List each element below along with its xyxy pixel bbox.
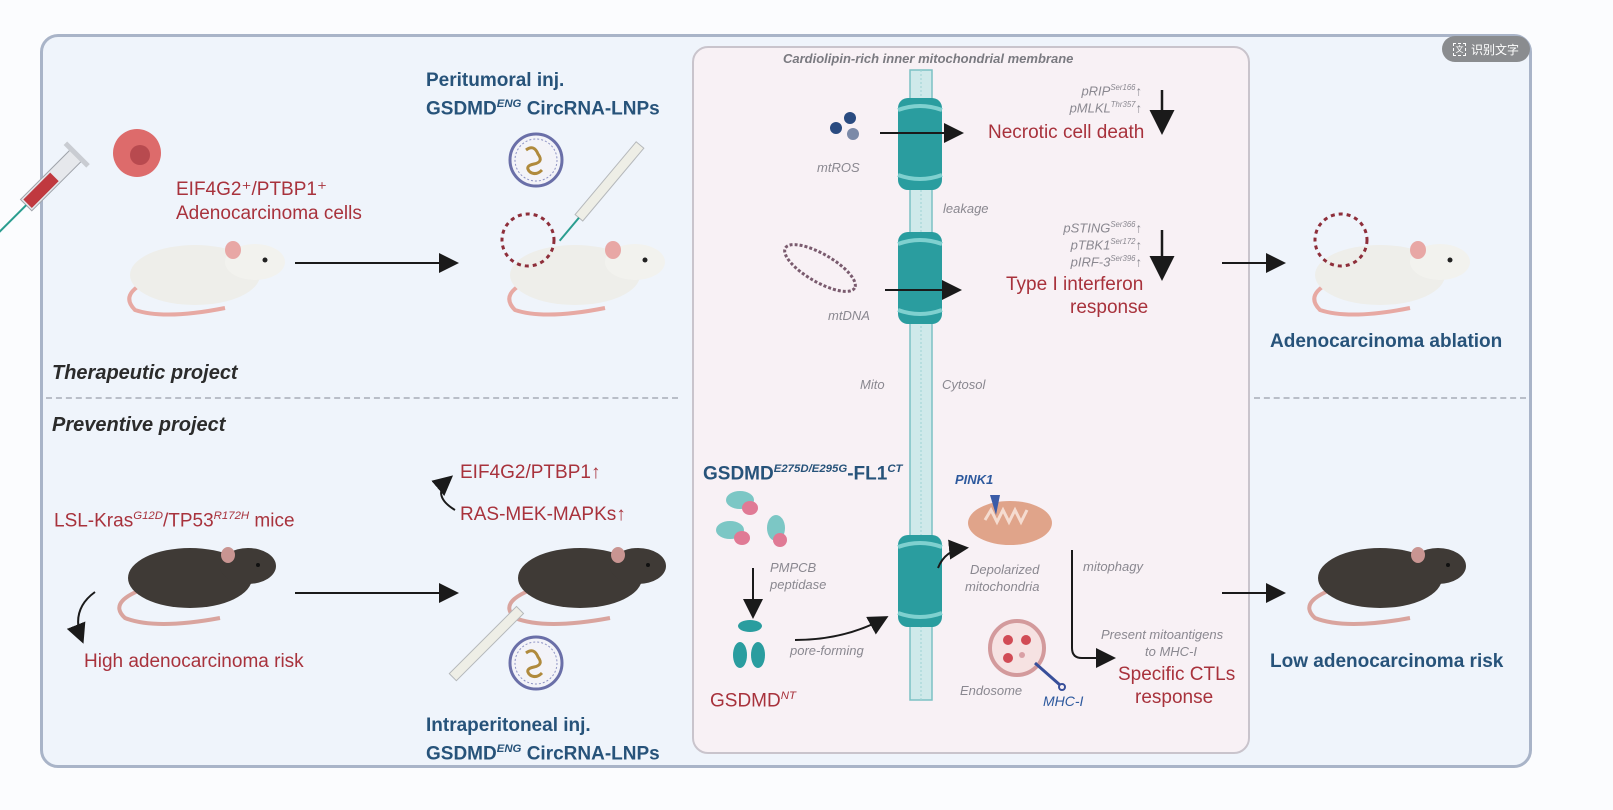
ocr-button-label: 识别文字 — [1470, 42, 1519, 57]
membrane-title: Cardiolipin-rich inner mitochondrial mem… — [783, 51, 1074, 66]
mitophagy-label: mitophagy — [1083, 559, 1143, 574]
intraperitoneal-injection-line2: GSDMDENG CircRNA-LNPs — [426, 743, 660, 765]
mito-label: Mito — [860, 377, 885, 392]
depolarized-label-line1: Depolarized — [970, 562, 1040, 577]
pmpcb-label-line1: PMPCB — [770, 560, 817, 575]
endosome-icon — [988, 619, 1066, 691]
mhc-label: MHC-I — [1043, 693, 1084, 709]
ablated-site-dashed-circle — [1313, 212, 1369, 268]
pore-icon-2 — [897, 232, 943, 324]
white-mouse-icon-2 — [507, 241, 665, 317]
pore-icon-1 — [897, 98, 943, 190]
pore-icon-3 — [897, 535, 943, 627]
black-mouse-icon-2 — [507, 547, 666, 626]
gsdmd-nt-protein-icon — [733, 620, 765, 668]
curved-arrow-risk — [66, 591, 96, 644]
gsdmd-nt-label: GSDMDNT — [710, 690, 796, 712]
white-mouse-icon-3 — [1312, 241, 1470, 317]
interferon-marker-3: pIRF-3Ser396↑ — [1070, 254, 1142, 270]
interferon-marker-1: pSTINGSer366↑ — [1063, 220, 1142, 236]
interferon-label-line2: response — [1070, 297, 1149, 318]
lnp-icon — [508, 635, 564, 691]
mice-genotype-label: LSL-KrasG12D/TP53R172H mice — [54, 510, 295, 532]
necrotic-marker-2: pMLKLThr357↑ — [1069, 100, 1142, 116]
pore-forming-label: pore-forming — [790, 643, 864, 658]
gsdmd-fl-label: GSDMDE275D/E295G-FL1CT — [703, 463, 903, 485]
white-mouse-icon-1 — [127, 241, 285, 317]
peritumoral-injection-line2: GSDMDENG CircRNA-LNPs — [426, 98, 660, 120]
section-divider-left — [46, 397, 678, 399]
depolarized-mitochondria-icon — [968, 495, 1052, 545]
mtdna-label: mtDNA — [828, 308, 870, 323]
ctl-label-line1: Specific CTLs — [1118, 664, 1236, 685]
present-label-line1: Present mitoantigens — [1101, 627, 1224, 642]
leakage-label: leakage — [943, 201, 989, 216]
low-risk-label: Low adenocarcinoma risk — [1270, 651, 1504, 672]
pathway-label-2: RAS-MEK-MAPKs↑ — [460, 504, 626, 525]
syringe-icon — [558, 141, 645, 242]
high-risk-label: High adenocarcinoma risk — [84, 651, 304, 672]
adenocarcinoma-ablation-label: Adenocarcinoma ablation — [1270, 331, 1503, 352]
pmpcb-label-line2: peptidase — [770, 577, 827, 592]
tumor-cell-icon — [113, 129, 161, 177]
black-mouse-icon-1 — [117, 547, 276, 626]
mtros-label: mtROS — [817, 160, 860, 175]
interferon-marker-2: pTBK1Ser172↑ — [1070, 237, 1142, 253]
lnp-icon — [508, 132, 564, 188]
depolarized-label-line2: mitochondria — [965, 579, 1040, 594]
tumor-site-dashed-circle — [500, 212, 556, 268]
ctl-label-line2: response — [1135, 687, 1214, 708]
arrow-mitophagy — [1071, 550, 1116, 668]
preventive-project-label: Preventive project — [52, 414, 226, 436]
syringe-icon — [448, 605, 525, 682]
therapeutic-project-label: Therapeutic project — [52, 362, 238, 384]
ocr-button[interactable]: 文 识别文字 — [1442, 36, 1530, 62]
necrotic-marker-1: pRIPSer166↑ — [1081, 83, 1142, 99]
arrow-depolarize — [937, 539, 969, 569]
interferon-label-line1: Type I interferon — [1006, 274, 1144, 295]
ocr-icon: 文 — [1452, 42, 1466, 56]
mtros-icon — [830, 112, 859, 140]
pathway-label-1: EIF4G2/PTBP1↑ — [460, 462, 601, 483]
section-divider-right — [1254, 397, 1526, 399]
endosome-label: Endosome — [960, 683, 1023, 698]
intraperitoneal-injection-line1: Intraperitoneal inj. — [426, 715, 591, 736]
curved-arrow-pathway — [431, 475, 456, 511]
peritumoral-injection-line1: Peritumoral inj. — [426, 70, 565, 91]
pink1-label: PINK1 — [955, 472, 994, 487]
cytosol-label: Cytosol — [942, 377, 986, 392]
gsdmd-fl-protein-icon — [716, 491, 787, 547]
mechanism-panel — [692, 46, 1250, 754]
present-label-line2: to MHC-I — [1145, 644, 1197, 659]
syringe-icon — [0, 141, 90, 238]
necrotic-cell-death-label: Necrotic cell death — [988, 122, 1145, 143]
arrow-pore-forming — [794, 616, 889, 641]
black-mouse-icon-3 — [1307, 547, 1466, 626]
mtdna-icon — [783, 243, 857, 293]
cells-label-line1: EIF4G2⁺/PTBP1⁺ — [176, 179, 327, 200]
cells-label-line2: Adenocarcinoma cells — [176, 203, 362, 224]
